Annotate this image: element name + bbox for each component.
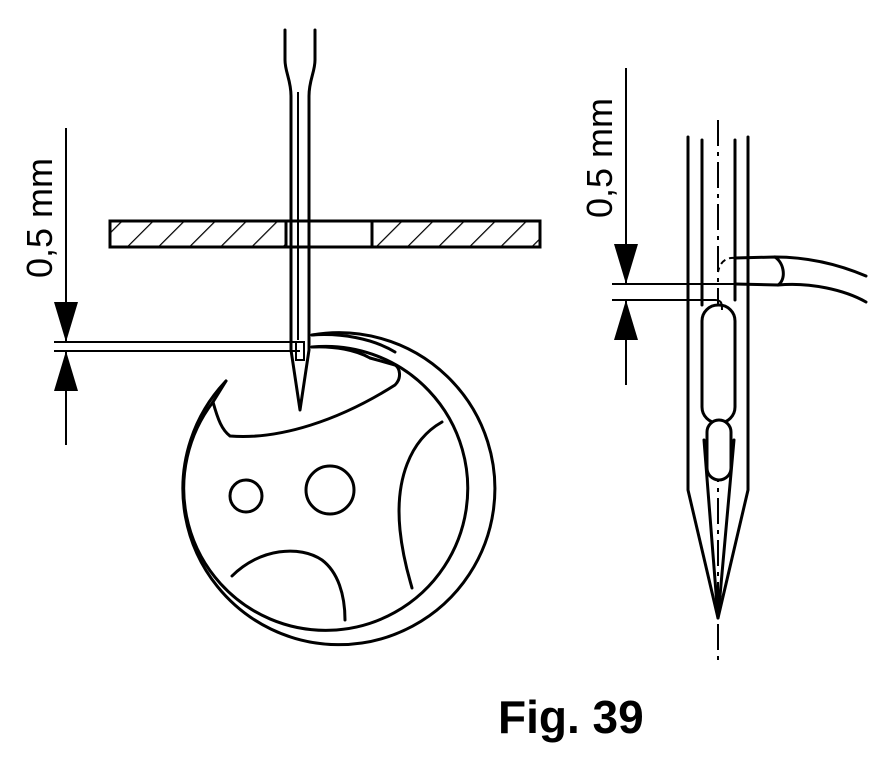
dimension-arrow-up <box>54 351 78 391</box>
left-view: 0,5 mm <box>19 28 542 647</box>
dimension-arrow-down-right <box>614 244 638 284</box>
dimension-label-right: 0,5 mm <box>579 98 620 218</box>
dimension-left: 0,5 mm <box>19 128 78 445</box>
right-view: 0,5 mm <box>579 68 868 660</box>
figure-caption: Fig. 39 <box>498 691 644 743</box>
needle-side-view <box>686 120 750 660</box>
small-hole <box>228 478 264 514</box>
needle-eye <box>700 303 737 425</box>
large-hole <box>304 464 356 516</box>
dimension-arrow-up-right <box>614 300 638 340</box>
hook-tip <box>717 255 868 304</box>
dimension-label-left: 0,5 mm <box>19 158 60 278</box>
dimension-right: 0,5 mm <box>579 68 638 385</box>
rotating-hook <box>181 331 497 647</box>
needle-plate <box>108 219 542 249</box>
needle-scarf <box>705 418 733 482</box>
dimension-arrow-down <box>54 302 78 342</box>
